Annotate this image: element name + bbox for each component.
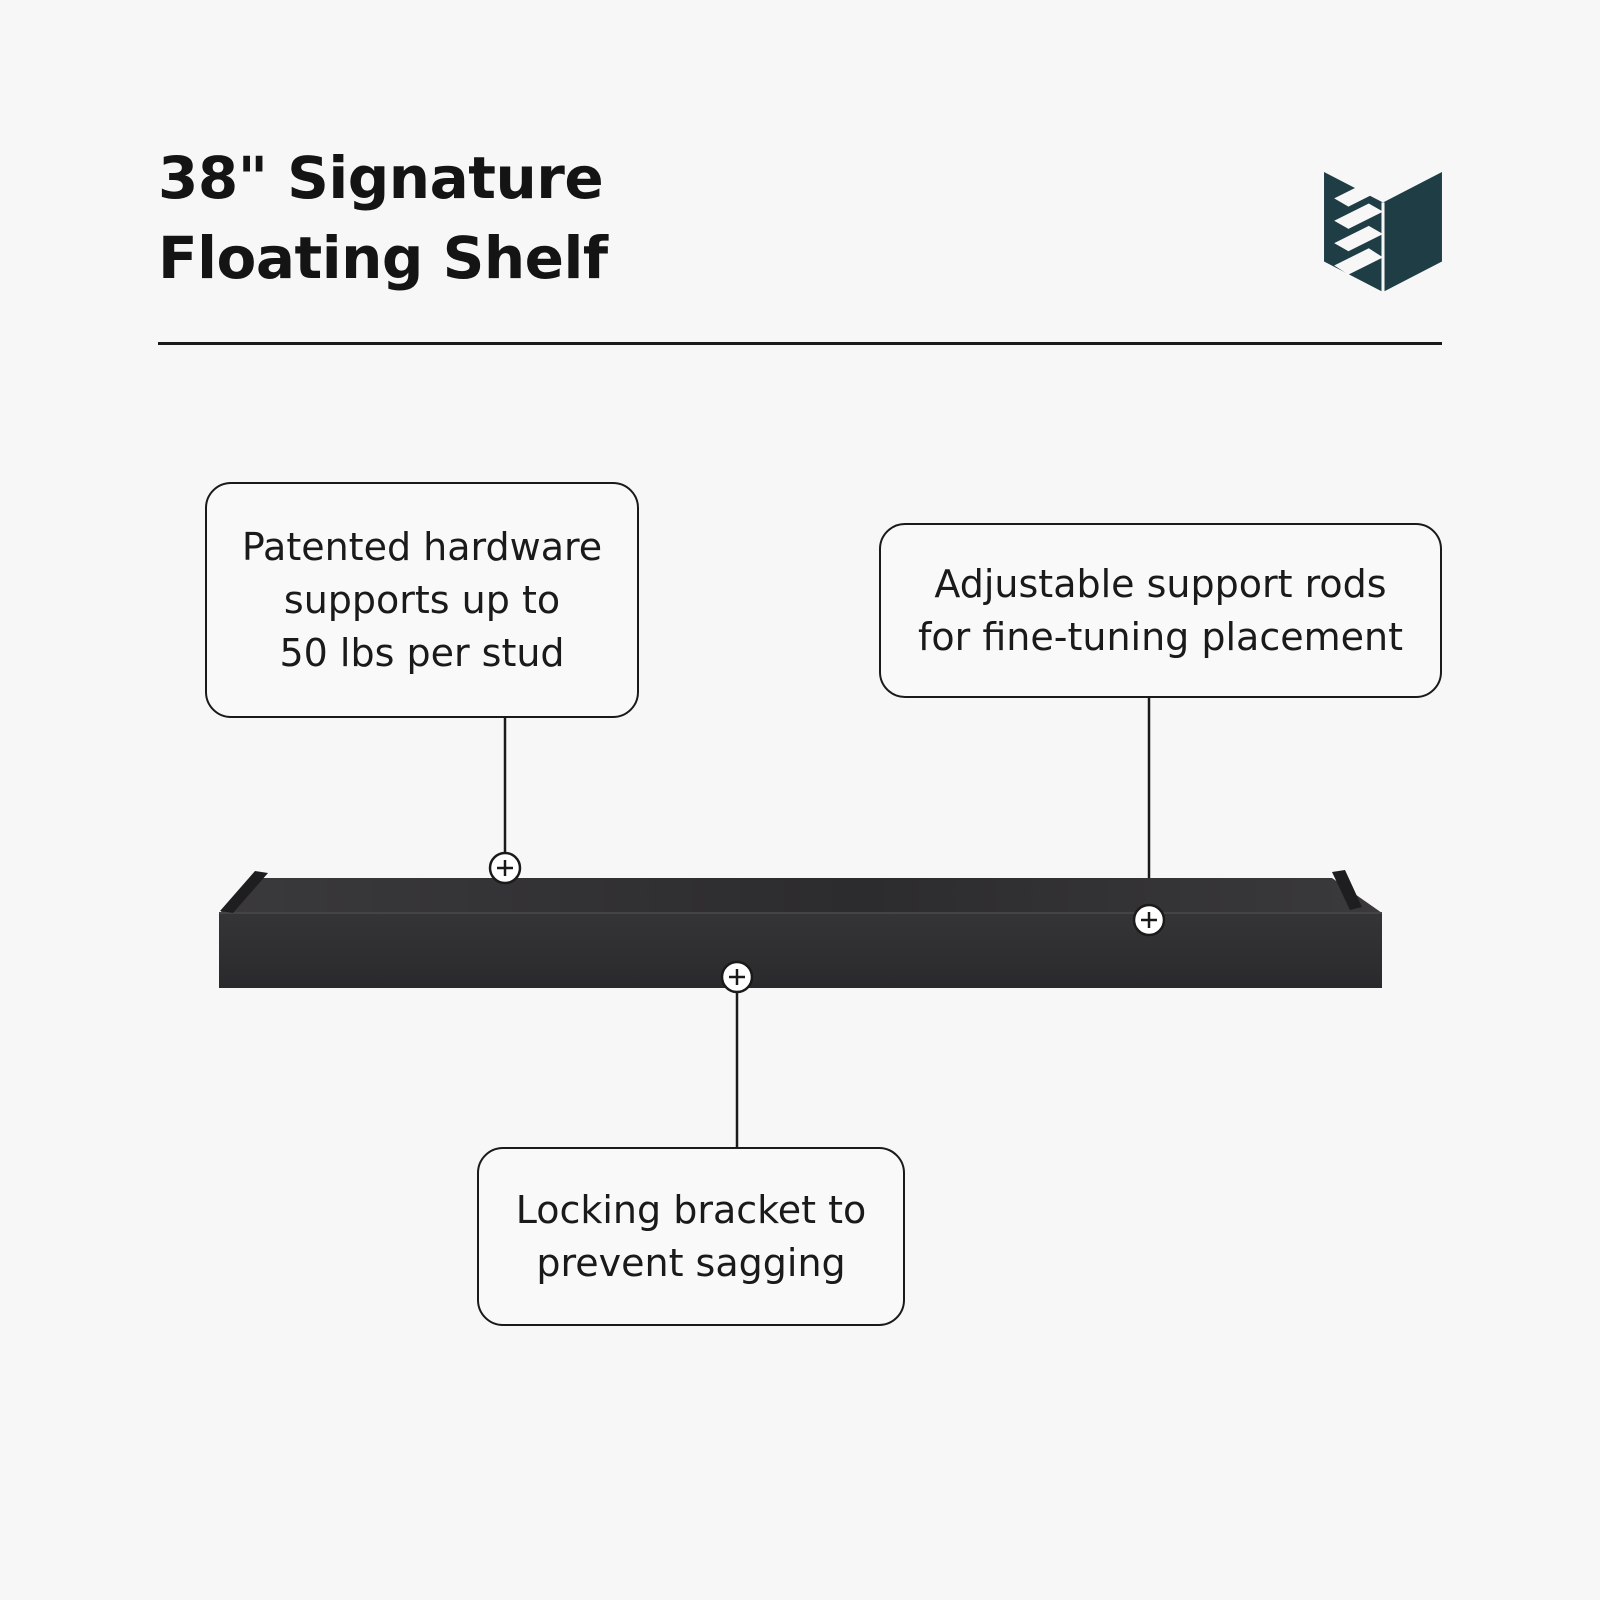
bookshelf-logo-icon (1324, 172, 1442, 292)
shelf-lip-right (1332, 870, 1362, 910)
callout-rods-line-1: Adjustable support rods (934, 561, 1387, 606)
marker-bracket (720, 960, 754, 994)
floating-shelf (219, 870, 1382, 988)
header-divider (158, 342, 1442, 345)
callout-rods-line-2: for fine-tuning placement (918, 614, 1403, 659)
shelf-front (219, 912, 1382, 988)
callout-locking-bracket: Locking bracket to prevent sagging (477, 1147, 905, 1326)
callout-patented-hardware: Patented hardware supports up to 50 lbs … (205, 482, 639, 718)
shelf-top (220, 878, 1382, 913)
title-line-2: Floating Shelf (158, 224, 608, 292)
callout-bracket-line-2: prevent sagging (536, 1240, 846, 1285)
callout-bracket-line-1: Locking bracket to (515, 1187, 867, 1232)
page-title: 38" Signature Floating Shelf (158, 138, 608, 298)
title-line-1: 38" Signature (158, 144, 604, 212)
callout-hardware-line-1: Patented hardware (241, 524, 603, 569)
callout-support-rods: Adjustable support rods for fine-tuning … (879, 523, 1442, 698)
marker-hardware (488, 851, 522, 885)
callout-hardware-line-3: 50 lbs per stud (279, 630, 565, 675)
shelf-lip-left (220, 871, 268, 913)
marker-rods (1132, 903, 1166, 937)
callout-hardware-line-2: supports up to (283, 577, 561, 622)
